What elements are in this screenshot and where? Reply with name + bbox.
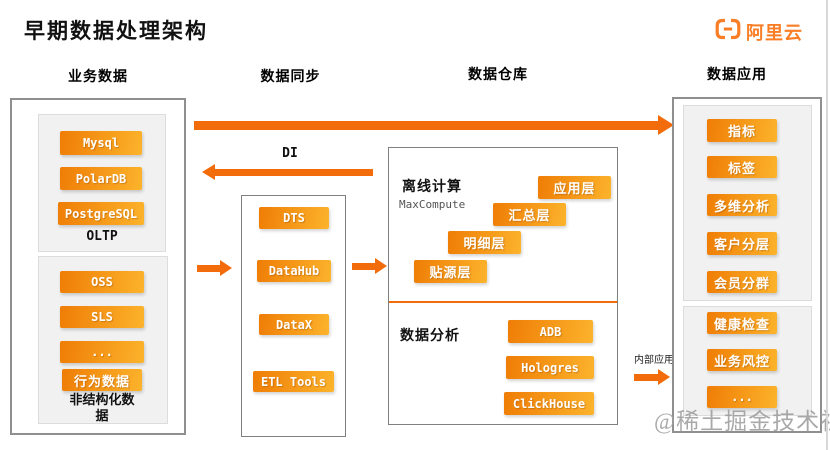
pill-clickhouse: ClickHouse	[504, 392, 594, 415]
pill-tags: 标签	[707, 156, 777, 178]
pill-adb: ADB	[508, 320, 593, 343]
pill-mysql: Mysql	[60, 131, 142, 155]
pill-customer-layering: 客户分层	[707, 232, 777, 255]
unstructured-label: 非结构化数据	[69, 392, 135, 424]
pill-member-grouping: 会员分群	[707, 271, 777, 293]
pill-multidim-analysis: 多维分析	[707, 194, 777, 216]
offline-compute-title: 离线计算	[402, 178, 462, 194]
pill-detail-layer: 明细层	[448, 231, 521, 254]
business-to-sync-arrow	[197, 260, 232, 276]
pill-application-layer: 应用层	[538, 176, 611, 199]
di-return-arrow	[202, 164, 373, 180]
pill-datahub: DataHub	[257, 260, 331, 282]
alibaba-cloud-wordmark: 阿里云	[746, 22, 803, 43]
pill-source-layer: 贴源层	[414, 260, 487, 283]
column-header-data-sync: 数据同步	[260, 70, 321, 85]
column-header-data-warehouse: 数据仓库	[468, 68, 528, 83]
column-header-business-data: 业务数据	[68, 70, 128, 85]
page-edge-line	[826, 0, 828, 450]
internal-app-label: 内部应用	[634, 355, 674, 366]
pill-behavior-data: 行为数据	[62, 369, 142, 391]
oltp-label: OLTP	[86, 229, 118, 244]
pill-metrics: 指标	[707, 119, 777, 142]
page-title: 早期数据处理架构	[24, 19, 208, 43]
pill-summary-layer: 汇总层	[493, 203, 566, 226]
business-to-application-arrow	[194, 114, 674, 136]
pill-dts: DTS	[259, 207, 329, 229]
column-header-data-application: 数据应用	[707, 68, 767, 83]
maxcompute-label: MaxCompute	[399, 198, 466, 211]
alibaba-cloud-logo: 阿里云	[714, 17, 803, 46]
di-label: DI	[282, 146, 298, 161]
pill-health-check: 健康检查	[707, 312, 777, 334]
pill-ellipsis-business: ...	[60, 341, 144, 363]
pill-oss: OSS	[60, 271, 144, 293]
pill-ellipsis-application: ...	[707, 386, 777, 408]
pill-polardb: PolarDB	[60, 167, 142, 190]
watermark: @稀土掘金技术社区	[654, 409, 830, 434]
alibaba-cloud-brackets-icon	[714, 17, 742, 46]
data-analysis-title: 数据分析	[400, 327, 460, 343]
pill-etl-tools: ETL Tools	[253, 371, 334, 392]
pill-business-risk: 业务风控	[707, 349, 777, 371]
pill-hologres: Hologres	[506, 356, 594, 379]
warehouse-section-divider	[389, 301, 617, 303]
warehouse-to-application-arrow	[634, 369, 670, 385]
sync-to-warehouse-arrow	[352, 258, 387, 274]
pill-postgresql: PostgreSQL	[58, 202, 144, 225]
pill-sls: SLS	[60, 306, 144, 328]
pill-datax: DataX	[259, 314, 329, 335]
